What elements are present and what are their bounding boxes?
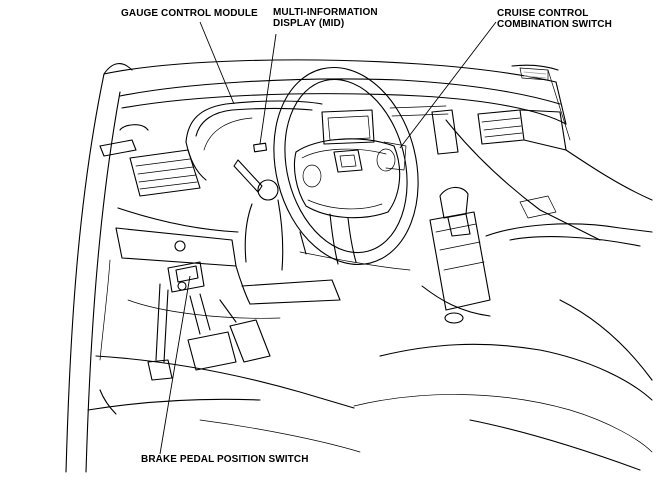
floor	[87, 355, 361, 453]
steering-wheel	[273, 66, 419, 266]
mid-display	[253, 142, 268, 153]
brake-pedal-switch-label: BRAKE PEDAL POSITION SWITCH	[141, 454, 309, 465]
mid-label-line2: DISPLAY (MID)	[273, 18, 345, 29]
passenger-footwell	[353, 223, 653, 471]
cruise-label-line1: CRUISE CONTROL	[497, 8, 589, 19]
gauge-control-module-text: GAUGE CONTROL MODULE	[121, 8, 258, 19]
leader-gauge-control-module	[199, 21, 235, 105]
left-a-pillar	[65, 63, 133, 473]
left-air-vent	[99, 124, 201, 197]
right-air-vent	[445, 109, 653, 241]
brake-pedal-switch-text: BRAKE PEDAL POSITION SWITCH	[141, 454, 309, 465]
leader-brake-pedal-switch	[159, 275, 191, 455]
center-console	[421, 186, 491, 324]
leader-mid	[259, 33, 277, 145]
cruise-label-line2: COMBINATION SWITCH	[497, 19, 612, 30]
right-a-pillar	[511, 64, 571, 141]
steering-column	[233, 159, 284, 271]
pedal-assembly	[127, 261, 281, 381]
gauge-control-module-label: GAUGE CONTROL MODULE	[121, 8, 258, 19]
center-display	[321, 105, 459, 155]
leader-lines	[159, 21, 497, 455]
leader-cruise-control	[399, 21, 497, 149]
dashboard-top	[103, 59, 567, 125]
lower-dash	[115, 207, 411, 305]
gauge-cluster	[185, 100, 323, 181]
mid-label-line1: MULTI-INFORMATION	[273, 7, 378, 18]
cruise-control-label: CRUISE CONTROL COMBINATION SWITCH	[497, 8, 612, 30]
mid-label: MULTI-INFORMATION DISPLAY (MID)	[273, 7, 378, 29]
